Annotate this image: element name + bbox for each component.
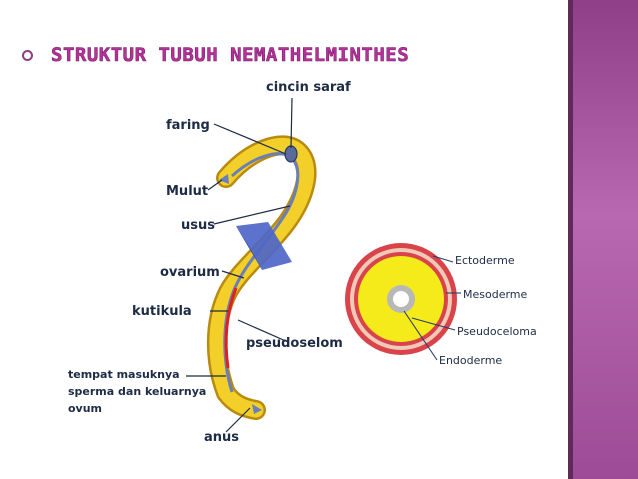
- leader-pseudoselom: [237, 319, 289, 343]
- leader-endoderme: [403, 310, 438, 361]
- label-tempat-line1: tempat masuknya: [68, 368, 180, 381]
- label-tempat-line3: ovum: [68, 402, 102, 415]
- worm-body: [206, 135, 317, 420]
- leader-anus: [225, 407, 251, 433]
- ovary-line: [224, 287, 238, 369]
- leader-cincin-saraf: [290, 97, 293, 149]
- section-plane-icon: [236, 222, 292, 270]
- label-ovarium: ovarium: [160, 265, 220, 280]
- leader-pseudoceloma: [411, 317, 456, 331]
- label-mulut: Mulut: [166, 184, 208, 199]
- leader-mulut: [207, 179, 223, 191]
- leader-usus: [213, 205, 291, 225]
- nerve-ring-icon: [284, 145, 298, 163]
- gut-lumen: [393, 291, 409, 307]
- mouth-opening: [219, 174, 229, 184]
- leader-ovarium: [221, 270, 245, 279]
- label-pseudoceloma: Pseudoceloma: [457, 325, 537, 338]
- cross-section: [345, 243, 457, 355]
- label-usus: usus: [181, 218, 215, 233]
- leader-faring: [213, 123, 287, 155]
- leader-ectoderme: [432, 255, 454, 263]
- decorative-side-bar: [568, 0, 638, 479]
- label-endoderme: Endoderme: [439, 354, 502, 367]
- label-tempat-line2: sperma dan keluarnya: [68, 385, 206, 398]
- cross-section-leaders: [403, 255, 461, 361]
- label-cincin-saraf: cincin saraf: [266, 80, 351, 95]
- label-mesoderme: Mesoderme: [463, 288, 528, 301]
- leader-lines: [186, 97, 293, 433]
- label-pseudoselom: pseudoselom: [246, 336, 343, 351]
- label-anus: anus: [204, 430, 239, 445]
- anus-tip: [252, 404, 262, 414]
- bullet-circle-icon: [22, 49, 33, 61]
- label-kutikula: kutikula: [132, 304, 192, 319]
- slide-title: STRUKTUR TUBUH NEMATHELMINTHES: [51, 44, 410, 67]
- title-row: STRUKTUR TUBUH NEMATHELMINTHES: [22, 40, 409, 70]
- label-faring: faring: [166, 118, 210, 133]
- label-ectoderme: Ectoderme: [455, 254, 515, 267]
